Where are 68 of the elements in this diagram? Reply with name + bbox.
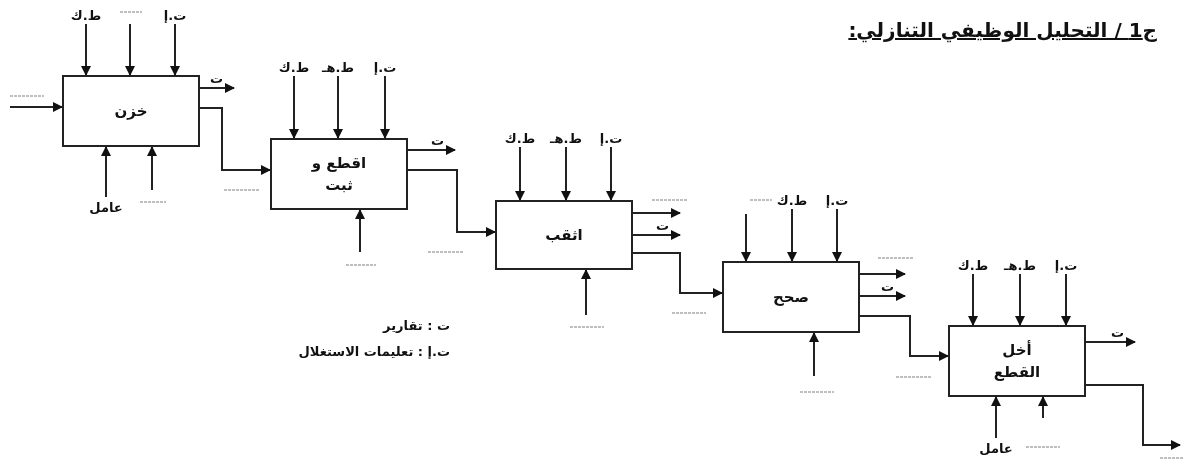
input-label: ت.إ [819, 191, 855, 209]
arrow [289, 75, 299, 139]
arrow [170, 23, 180, 76]
arrow [632, 252, 723, 298]
arrow [632, 208, 681, 218]
arrow [333, 75, 343, 139]
arrow [380, 75, 390, 139]
function-label: أخل القطع [992, 339, 1042, 383]
arrow [9, 102, 63, 112]
arrow [581, 269, 591, 316]
input-label: عامل [974, 438, 1018, 458]
arrow [832, 208, 842, 262]
arrow [1085, 337, 1136, 347]
edge-label: ت [1111, 326, 1125, 339]
input-label: ت.إ [1048, 256, 1084, 274]
function-box [948, 325, 1086, 397]
arrow [859, 315, 949, 361]
input-label: ط.ك [68, 6, 104, 24]
arrow [968, 273, 978, 326]
function-box [495, 200, 633, 270]
edge-label: ت [881, 280, 895, 293]
arrow [407, 169, 496, 237]
diagram-title: ج1 / التحليل الوظيفي التنازلي: [848, 18, 1157, 42]
input-label: ط.هـ [548, 129, 584, 147]
arrow [991, 396, 1001, 439]
arrow [199, 83, 235, 93]
input-label: ت.إ [157, 6, 193, 24]
arrow [101, 146, 111, 198]
arrow [355, 209, 365, 253]
arrow [199, 107, 271, 175]
arrow [81, 23, 91, 76]
function-label: خزن [114, 100, 148, 122]
edge-label: ت [210, 72, 224, 85]
arrow [632, 230, 681, 240]
input-label: ط.ك [502, 129, 538, 147]
input-label: ت.إ [593, 129, 629, 147]
arrow [407, 145, 456, 155]
arrow [1085, 384, 1181, 450]
abbreviation-note: ت.إ : تعليمات الاستغلال [298, 344, 450, 359]
input-label: ط.ك [774, 191, 810, 209]
edge-label: ت [656, 219, 670, 232]
input-label: ط.ك [280, 58, 308, 76]
function-label: صحح [772, 286, 810, 308]
arrow [125, 23, 135, 76]
arrow [859, 291, 906, 301]
arrow [787, 208, 797, 262]
input-label: ط.ك [955, 256, 991, 274]
arrow [561, 146, 571, 201]
arrow [741, 213, 751, 262]
arrow [859, 269, 906, 279]
function-box [722, 261, 860, 333]
function-box [62, 75, 200, 147]
function-box [270, 138, 408, 210]
arrow [809, 332, 819, 377]
input-label: ط.هـ [1002, 256, 1038, 274]
input-label: ط.هـ [322, 58, 354, 76]
function-label: اقطع و ثبت [310, 152, 368, 196]
arrow [1038, 396, 1048, 419]
abbreviation-note: ت : تقارير [383, 318, 450, 333]
function-label: اثقب [545, 224, 583, 246]
arrow [147, 146, 157, 191]
arrow [606, 146, 616, 201]
edge-label: ت [431, 134, 445, 147]
input-label: ت.إ [369, 58, 401, 76]
arrow [515, 146, 525, 201]
input-label: عامل [84, 197, 128, 217]
arrow [1061, 273, 1071, 326]
arrow [1015, 273, 1025, 326]
